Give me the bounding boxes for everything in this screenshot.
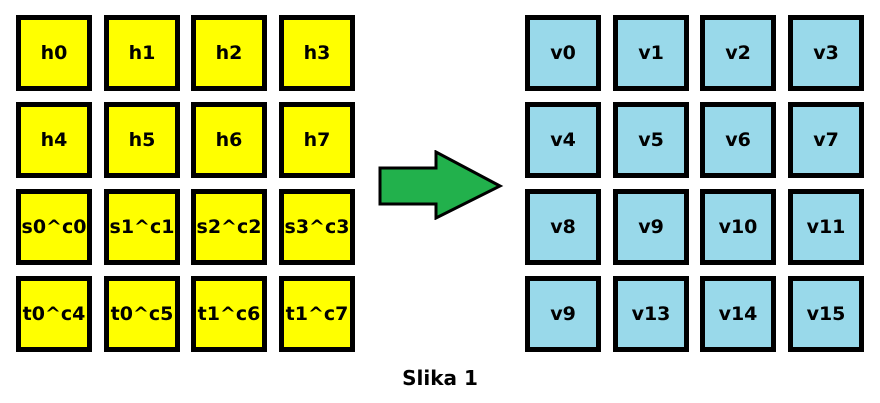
left-grid-cell: h1 — [104, 15, 180, 91]
right-grid-cell: v2 — [700, 15, 776, 91]
right-grid-cell-label: v2 — [725, 42, 751, 64]
right-grid-cell: v3 — [788, 15, 864, 91]
left-grid-cell-label: s0^c0 — [21, 216, 87, 238]
left-grid-cell-label: t1^c7 — [285, 303, 349, 325]
left-grid-cell-label: h4 — [40, 129, 68, 151]
left-grid-cell: h2 — [191, 15, 267, 91]
right-grid-cell-label: v15 — [806, 303, 846, 325]
right-grid-cell-label: v9 — [638, 216, 664, 238]
right-grid-cell: v11 — [788, 189, 864, 265]
left-grid-cell: s3^c3 — [279, 189, 355, 265]
left-grid-cell: h5 — [104, 102, 180, 178]
right-grid-cell-label: v13 — [631, 303, 671, 325]
right-grid-cell: v10 — [700, 189, 776, 265]
left-grid-cell-label: t0^c5 — [110, 303, 174, 325]
left-grid-cell-label: h3 — [303, 42, 331, 64]
right-grid-cell-label: v11 — [806, 216, 846, 238]
right-grid-cell: v1 — [613, 15, 689, 91]
right-grid-cell-label: v9 — [550, 303, 576, 325]
left-grid-cell: t0^c5 — [104, 276, 180, 352]
right-grid-cell: v4 — [525, 102, 601, 178]
right-grid-cell: v9 — [525, 276, 601, 352]
right-grid-cell: v14 — [700, 276, 776, 352]
left-grid-cell: t1^c6 — [191, 276, 267, 352]
right-grid-cell-label: v14 — [718, 303, 758, 325]
left-grid-cell-label: s3^c3 — [284, 216, 350, 238]
right-grid-cell: v8 — [525, 189, 601, 265]
right-grid-cell-label: v4 — [550, 129, 576, 151]
left-grid-cell: t1^c7 — [279, 276, 355, 352]
left-grid-cell-label: t1^c6 — [197, 303, 261, 325]
right-grid-cell-label: v7 — [813, 129, 839, 151]
right-grid-cell: v0 — [525, 15, 601, 91]
right-grid-cell-label: v0 — [550, 42, 576, 64]
left-grid-cell-label: h0 — [40, 42, 68, 64]
left-grid-cell-label: s1^c1 — [109, 216, 175, 238]
right-grid-cell: v7 — [788, 102, 864, 178]
left-grid-cell: h0 — [16, 15, 92, 91]
left-grid-cell: h4 — [16, 102, 92, 178]
left-grid-cell: h6 — [191, 102, 267, 178]
right-arrow-icon — [376, 149, 506, 221]
left-grid-cell: h3 — [279, 15, 355, 91]
left-grid-cell: s1^c1 — [104, 189, 180, 265]
right-grid-cell: v5 — [613, 102, 689, 178]
right-grid-cell: v13 — [613, 276, 689, 352]
right-grid-cell: v9 — [613, 189, 689, 265]
left-grid-cell-label: h2 — [215, 42, 243, 64]
left-grid-cell-label: h1 — [128, 42, 156, 64]
right-grid-cell: v6 — [700, 102, 776, 178]
figure-caption: Slika 1 — [402, 366, 478, 390]
right-grid-cell-label: v1 — [638, 42, 664, 64]
left-grid-cell-label: h5 — [128, 129, 156, 151]
right-grid-cell-label: v10 — [718, 216, 758, 238]
left-grid-cell: s0^c0 — [16, 189, 92, 265]
left-grid-cell-label: h6 — [215, 129, 243, 151]
right-grid-cell-label: v8 — [550, 216, 576, 238]
left-grid-cell: t0^c4 — [16, 276, 92, 352]
right-grid-cell: v15 — [788, 276, 864, 352]
left-grid-cell-label: t0^c4 — [22, 303, 86, 325]
right-grid-cell-label: v6 — [725, 129, 751, 151]
left-grid-cell: h7 — [279, 102, 355, 178]
right-grid-cell-label: v3 — [813, 42, 839, 64]
left-grid-cell: s2^c2 — [191, 189, 267, 265]
left-grid-cell-label: h7 — [303, 129, 331, 151]
right-grid-cell-label: v5 — [638, 129, 664, 151]
left-grid-cell-label: s2^c2 — [196, 216, 262, 238]
